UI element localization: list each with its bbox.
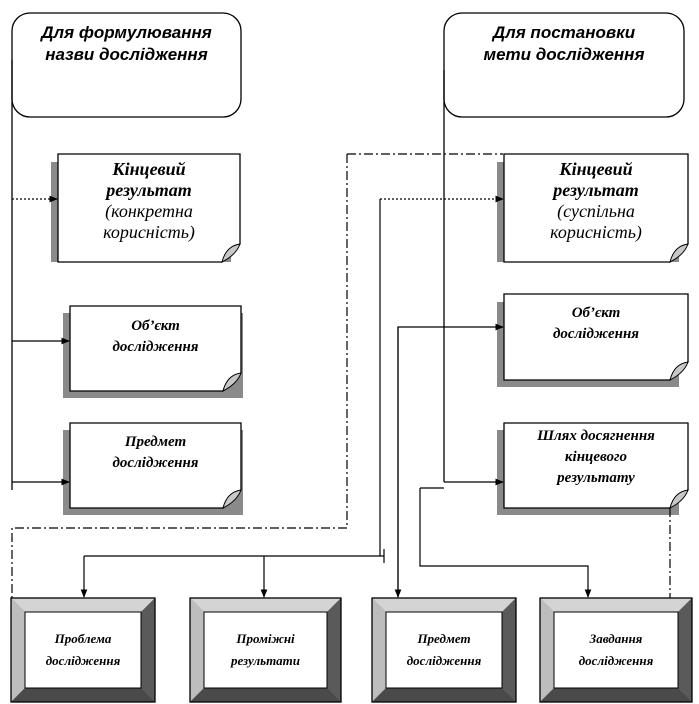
left-result-label: Кінцевий результат (конкретна корисність…: [103, 159, 195, 242]
connector-line: [397, 323, 504, 597]
dashdot-connector: [11, 154, 348, 598]
card-fold: [669, 243, 689, 263]
card-fold: [222, 489, 242, 509]
card-fold: [669, 361, 689, 381]
card-fold: [222, 372, 242, 392]
right-result-label: Кінцевий результат (суспільна корисність…: [550, 159, 642, 242]
bottom-box-tasks: [539, 597, 693, 703]
arrow-to-tasks: [419, 488, 592, 598]
bottom-box-subject: [371, 597, 517, 703]
bottom-box-problem: [10, 597, 156, 703]
bottom-box-intermediate: [189, 597, 342, 703]
card-fold: [221, 243, 241, 263]
header-box-right: [443, 12, 685, 118]
